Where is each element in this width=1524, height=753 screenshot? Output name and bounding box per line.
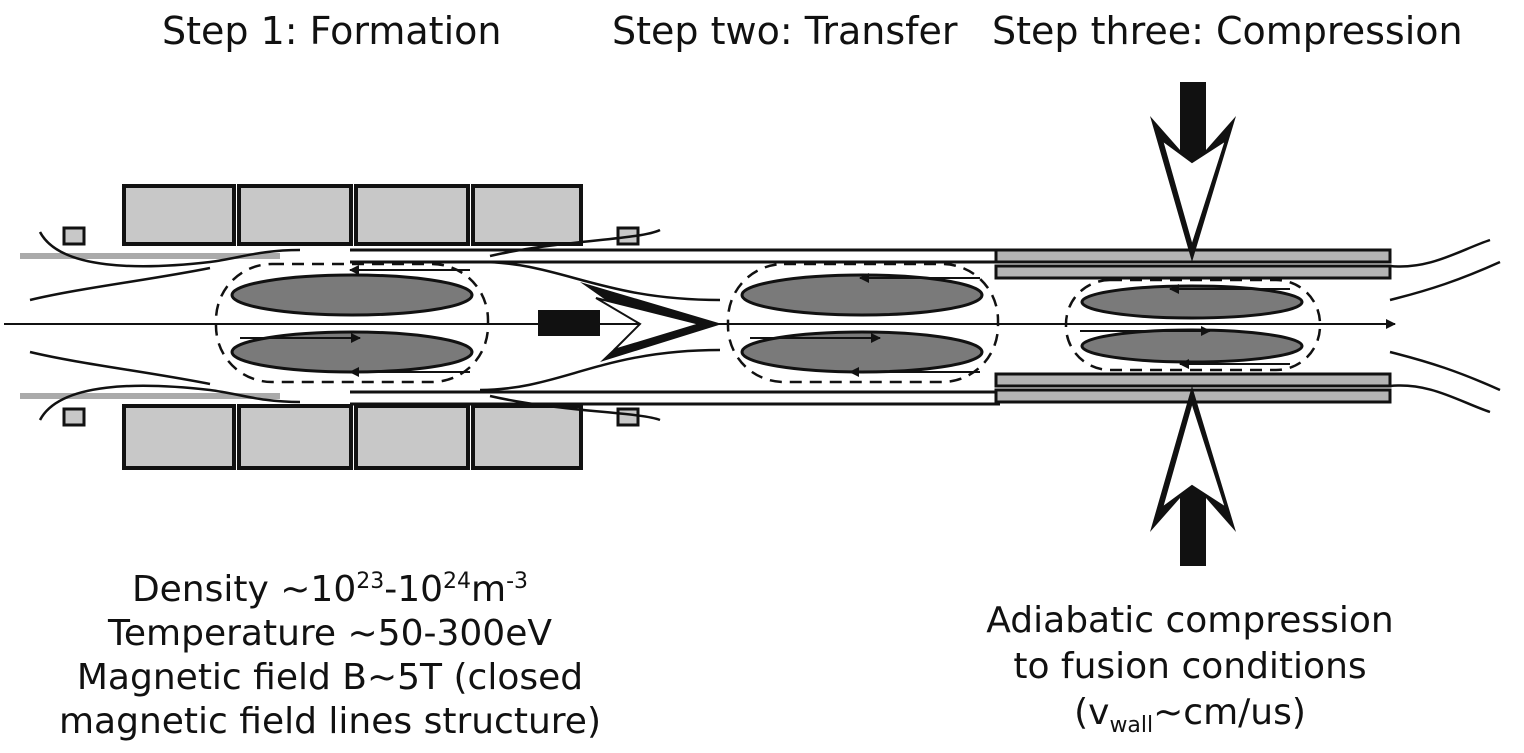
- step1-title: Step 1: Formation: [162, 9, 502, 53]
- fieldline-left-bottom-1: [38, 384, 301, 421]
- separatrices: [214, 262, 1322, 384]
- plasma-compression-bottom: [1080, 328, 1304, 364]
- result-line-3: (vwall~cm/us): [1074, 692, 1306, 739]
- step3-title: Step three: Compression: [992, 9, 1463, 53]
- mirror-coils: [62, 226, 640, 427]
- fieldline-left-top-2: [29, 266, 211, 302]
- separatrix-transfer: [726, 262, 1000, 384]
- plasma-compression-top: [1080, 284, 1304, 320]
- plasma-formation-top: [230, 273, 474, 317]
- compression-arrow-top: [1150, 82, 1236, 262]
- temperature-line: Temperature ~50-300eV: [108, 613, 552, 654]
- coil-top-1: [122, 184, 236, 246]
- liner-bottom-inner: [994, 372, 1392, 388]
- coil-top-3: [354, 184, 470, 246]
- fieldline-right-top-2: [1389, 260, 1501, 302]
- coil-bottom-3: [354, 404, 470, 470]
- fieldline-right-bottom: [1389, 384, 1491, 414]
- result-line-1: Adiabatic compression: [986, 600, 1394, 641]
- coil-bottom-2: [237, 404, 353, 470]
- result-line-2: to fusion conditions: [1013, 646, 1367, 687]
- fieldline-mid-top: [479, 260, 721, 302]
- vessel-walls: [20, 248, 1000, 406]
- mirror-coil-br: [616, 407, 640, 427]
- plasma-transfer-top: [740, 273, 984, 317]
- field-line-2: magnetic field lines structure): [58, 701, 601, 742]
- fieldline-left-top-1: [38, 231, 301, 268]
- step2-title: Step two: Transfer: [612, 9, 958, 53]
- fieldline-right-top: [1389, 238, 1491, 268]
- coil-bottom-4: [471, 404, 583, 470]
- fieldline-left-bottom-2: [29, 350, 211, 386]
- coil-bottom-1: [122, 404, 236, 470]
- separatrix-compression: [1064, 278, 1322, 372]
- fieldline-mid-bottom: [479, 348, 721, 392]
- compression-result: Adiabatic compression to fusion conditio…: [930, 598, 1450, 749]
- mirror-coil-tl: [62, 226, 86, 246]
- density-line: Density ~1023-1024m-3: [131, 569, 529, 610]
- fieldline-right-bottom-2: [1389, 350, 1501, 392]
- formation-coils: [122, 184, 583, 470]
- compression-liner: [994, 248, 1392, 404]
- coil-top-2: [237, 184, 353, 246]
- fieldline-mid-top-2: [489, 228, 661, 258]
- transfer-arrow: [538, 282, 722, 362]
- internal-field-arrows: [240, 265, 1290, 377]
- formation-parameters: Density ~1023-1024m-3 Temperature ~50-30…: [30, 560, 630, 744]
- liner-top-inner: [994, 264, 1392, 280]
- coil-top-4: [471, 184, 583, 246]
- fieldline-mid-bottom-2: [489, 394, 661, 422]
- field-line-1: Magnetic field B~5T (closed: [76, 657, 584, 698]
- separatrix-formation: [214, 262, 490, 384]
- mirror-coil-bl: [62, 407, 86, 427]
- compression-arrow-bottom: [1150, 386, 1236, 566]
- open-field-lines: [29, 228, 1501, 422]
